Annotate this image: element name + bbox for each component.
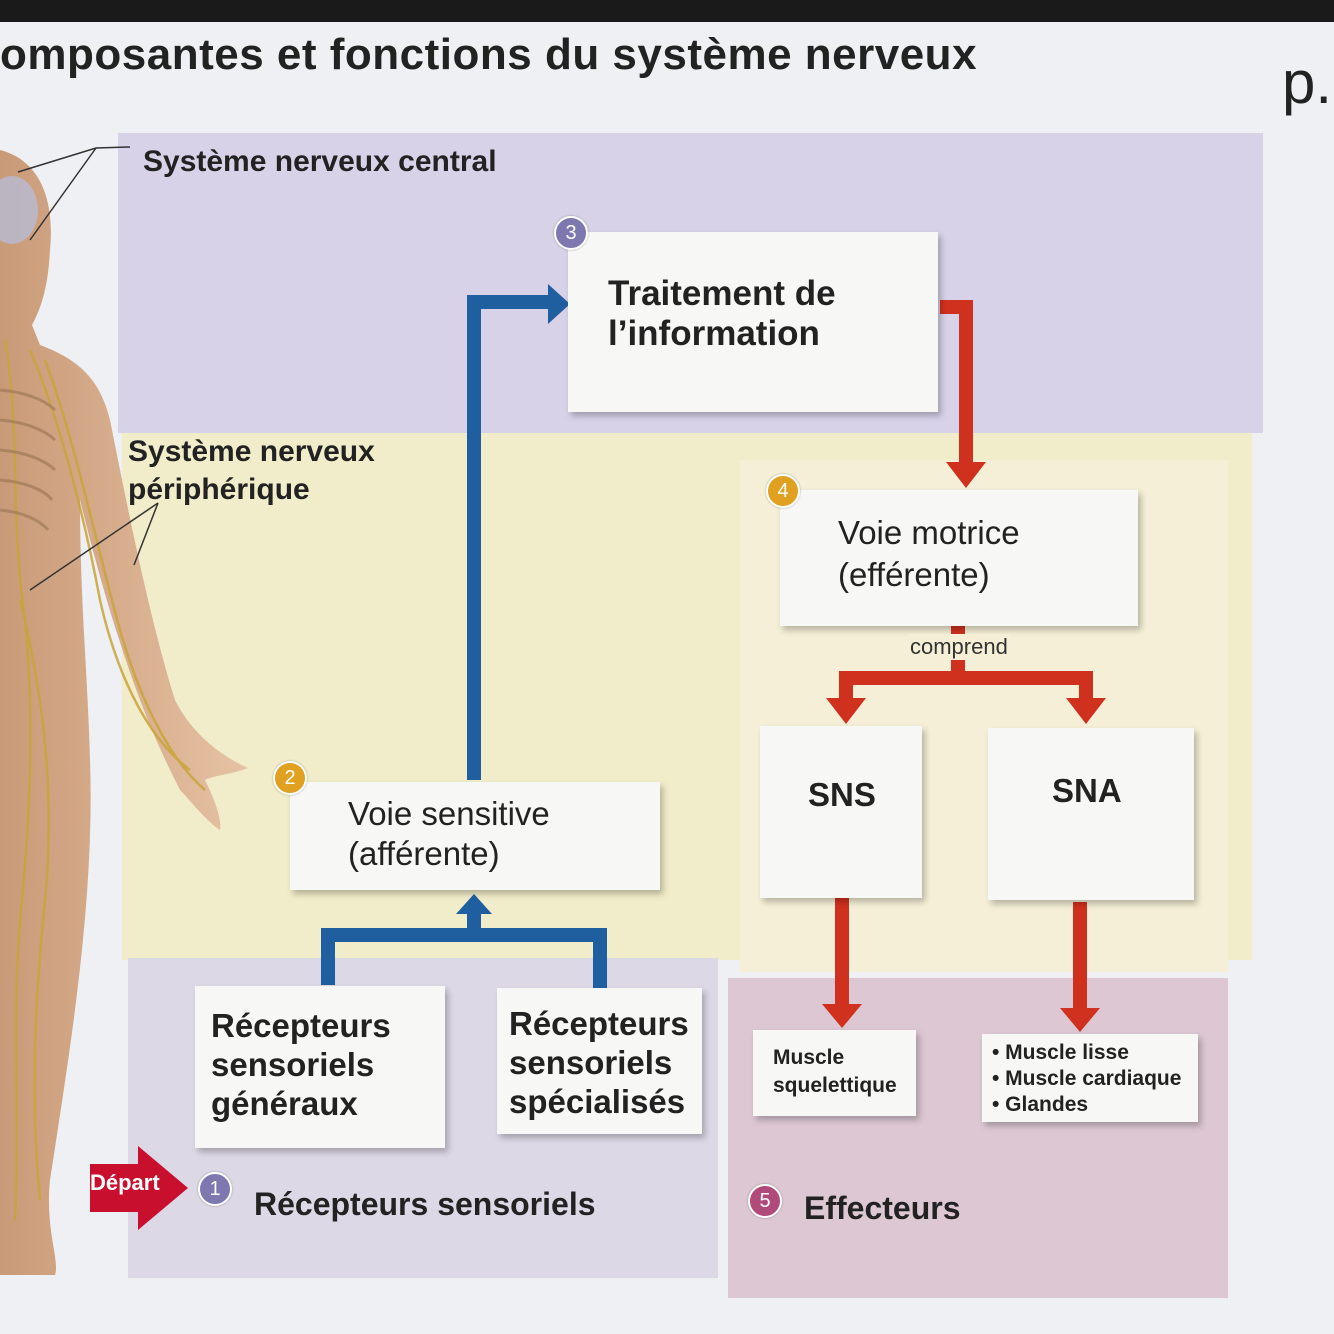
traitement-line1: Traitement de — [608, 274, 836, 313]
efferent-arrow-down — [940, 300, 973, 464]
sns-label: SNS — [808, 776, 876, 813]
footer-recepteurs-sensoriels: Récepteurs sensoriels — [254, 1186, 596, 1222]
motrice-line1: Voie motrice — [838, 514, 1020, 551]
sna-label: SNA — [1052, 772, 1122, 809]
step-badge-2: 2 — [273, 761, 307, 795]
box-voie-motrice: Voie motrice (efférente) — [780, 490, 1138, 626]
muscle-line1: Muscle — [773, 1046, 845, 1069]
sensitive-line2: (afférente) — [348, 835, 500, 872]
box-sns: SNS — [760, 726, 922, 898]
connector-label-comprend: comprend — [908, 634, 1010, 660]
effector-glandes: • Glandes — [992, 1093, 1089, 1116]
footer-effecteurs: Effecteurs — [804, 1190, 961, 1226]
box-sna: SNA — [988, 728, 1194, 900]
step-badge-4: 4 — [766, 474, 800, 508]
effector-muscle-cardiaque: • Muscle cardiaque — [992, 1067, 1182, 1090]
box-voie-sensitive: Voie sensitive (afférente) — [290, 782, 660, 890]
box-sna-effectors: • Muscle lisse • Muscle cardiaque • Glan… — [982, 1034, 1198, 1122]
pns-label: Système nerveux périphérique — [128, 433, 375, 509]
pns-label-line1: Système nerveux — [128, 435, 375, 468]
box-muscle-squelettique: Muscle squelettique — [753, 1030, 916, 1116]
box-recepteurs-specialises: Récepteurs sensoriels spécialisés — [497, 988, 702, 1134]
muscle-line2: squelettique — [773, 1074, 897, 1097]
motrice-line2: (efférente) — [838, 556, 990, 593]
step-badge-3: 3 — [554, 216, 588, 250]
afferent-arrowhead-right — [548, 284, 570, 324]
depart-label: Départ — [90, 1170, 160, 1195]
recspe-line2: sensoriels — [509, 1044, 673, 1081]
page-reference: p. — [1282, 49, 1333, 116]
cns-label: Système nerveux central — [143, 145, 497, 178]
effector-muscle-lisse: • Muscle lisse — [992, 1041, 1129, 1064]
afferent-arrow-up — [467, 295, 550, 780]
step-badge-5: 5 — [748, 1184, 782, 1218]
slide-title: omposantes et fonctions du système nerve… — [0, 30, 978, 79]
box-recepteurs-generaux: Récepteurs sensoriels généraux — [195, 986, 445, 1148]
recspe-line3: spécialisés — [509, 1083, 686, 1120]
recspe-line1: Récepteurs — [509, 1005, 689, 1042]
traitement-line2: l’information — [608, 314, 820, 353]
step-badge-1: 1 — [198, 1172, 232, 1206]
afferent-arrowhead-up — [456, 894, 492, 914]
recgen-line2: sensoriels — [211, 1046, 375, 1083]
depart-arrow — [90, 1146, 188, 1230]
afferent-merge — [321, 928, 607, 988]
pns-label-line2: périphérique — [128, 473, 310, 506]
recgen-line3: généraux — [211, 1085, 358, 1122]
recgen-line1: Récepteurs — [211, 1007, 391, 1044]
box-traitement-information: Traitement de l’information — [568, 232, 938, 412]
sensitive-line1: Voie sensitive — [348, 795, 550, 832]
